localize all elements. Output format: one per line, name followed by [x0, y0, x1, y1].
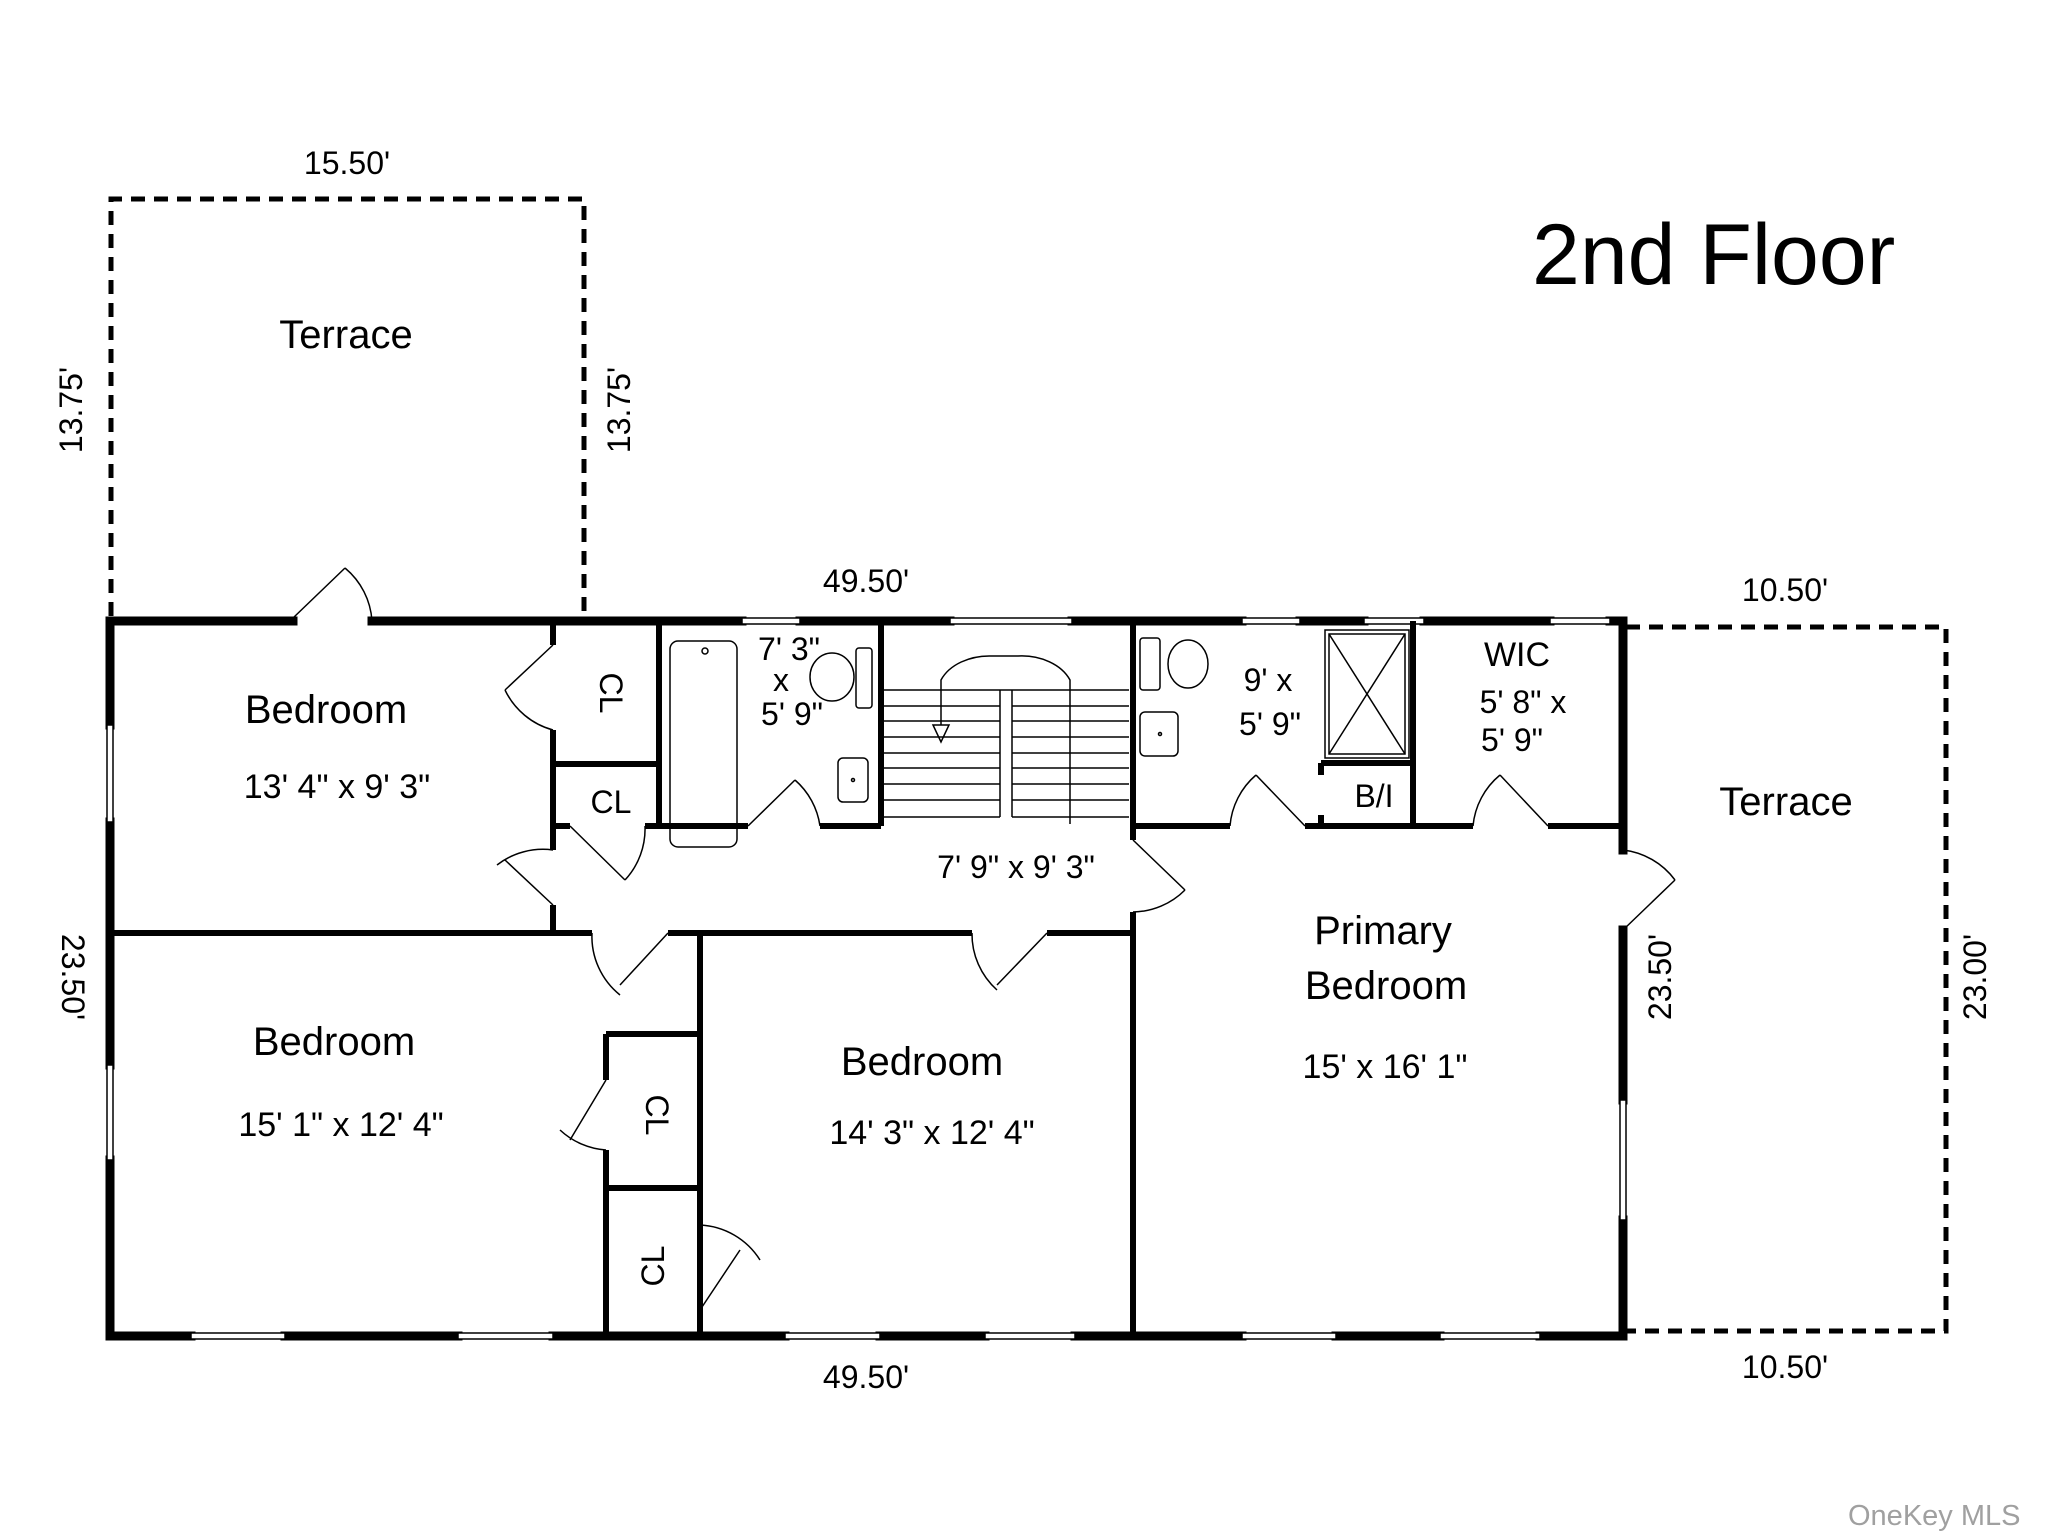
sink-icon: [1139, 711, 1179, 757]
primary-bedroom-size: 15' x 16' 1": [1302, 1048, 1468, 1086]
windows: [106, 617, 1627, 1340]
bedroom-2-size: 15' 1" x 12' 4": [238, 1106, 444, 1144]
closet-label-3: CL: [639, 1094, 675, 1136]
dim-building-right-height: 23.50': [1642, 933, 1678, 1021]
dim-right-terrace-bottom-width: 10.50': [1741, 1349, 1829, 1385]
toilet-tank-icon: [1139, 637, 1161, 691]
bedroom-3-label: Bedroom: [840, 1040, 1004, 1084]
watermark: OneKey MLS: [1848, 1500, 2021, 1532]
dim-upper-terrace-width: 15.50': [303, 145, 391, 181]
shower-icon: [1324, 629, 1410, 759]
primary-bath-size-line2: 5' 9": [1239, 706, 1301, 742]
upper-terrace-label: Terrace: [279, 313, 413, 357]
closet-label-1: CL: [593, 672, 629, 714]
right-terrace-label: Terrace: [1719, 780, 1853, 824]
floor-title: 2nd Floor: [1532, 207, 1896, 303]
bedroom-1-size: 13' 4" x 9' 3": [243, 768, 431, 806]
bedroom-1-label: Bedroom: [244, 688, 408, 732]
wic-size-line2: 5' 9": [1481, 722, 1543, 758]
toilet-bowl-icon: [809, 652, 855, 702]
stair-direction-arrow: [940, 655, 1071, 824]
bath-fixtures: [669, 629, 1410, 848]
bathtub-icon: [669, 640, 738, 848]
bedroom-2-label: Bedroom: [252, 1020, 416, 1064]
hall-bath-size-line2: x: [773, 662, 789, 698]
sink-icon: [837, 757, 869, 803]
toilet-tank-icon: [855, 647, 873, 709]
dim-building-left-height: 23.50': [55, 933, 91, 1021]
bedroom-3-size: 14' 3" x 12' 4": [829, 1114, 1035, 1152]
closet-label-2: CL: [590, 784, 632, 820]
dim-upper-terrace-right-height: 13.75': [601, 366, 637, 454]
dim-right-terrace-height: 23.00': [1957, 933, 1993, 1021]
staircase: [883, 655, 1129, 824]
hallway-size: 7' 9" x 9' 3": [937, 849, 1095, 885]
exterior-walls: [105, 616, 1628, 1341]
toilet-bowl-icon: [1167, 639, 1209, 689]
wic-label: WIC: [1483, 636, 1551, 674]
primary-bedroom-label-line1: Primary: [1314, 909, 1452, 953]
hall-bath-size-line3: 5' 9": [761, 696, 823, 732]
dim-building-bottom-width: 49.50': [822, 1359, 910, 1395]
primary-bedroom-label-line2: Bedroom: [1304, 964, 1468, 1008]
dim-building-top-width: 49.50': [822, 563, 910, 599]
closet-label-4: CL: [635, 1245, 671, 1287]
dim-upper-terrace-left-height: 13.75': [53, 366, 89, 454]
wic-size-line1: 5' 8" x: [1479, 684, 1567, 720]
door-swings: [292, 567, 1676, 1311]
right-terrace-outline: [1626, 624, 1949, 1334]
built-in-label: B/I: [1354, 778, 1394, 814]
interior-walls: [110, 621, 1620, 1336]
primary-bath-size-line1: 9' x: [1243, 662, 1293, 698]
dim-right-terrace-top-width: 10.50': [1741, 572, 1829, 608]
upper-terrace-outline: [108, 196, 587, 616]
hall-bath-size-line1: 7' 3": [758, 631, 820, 667]
